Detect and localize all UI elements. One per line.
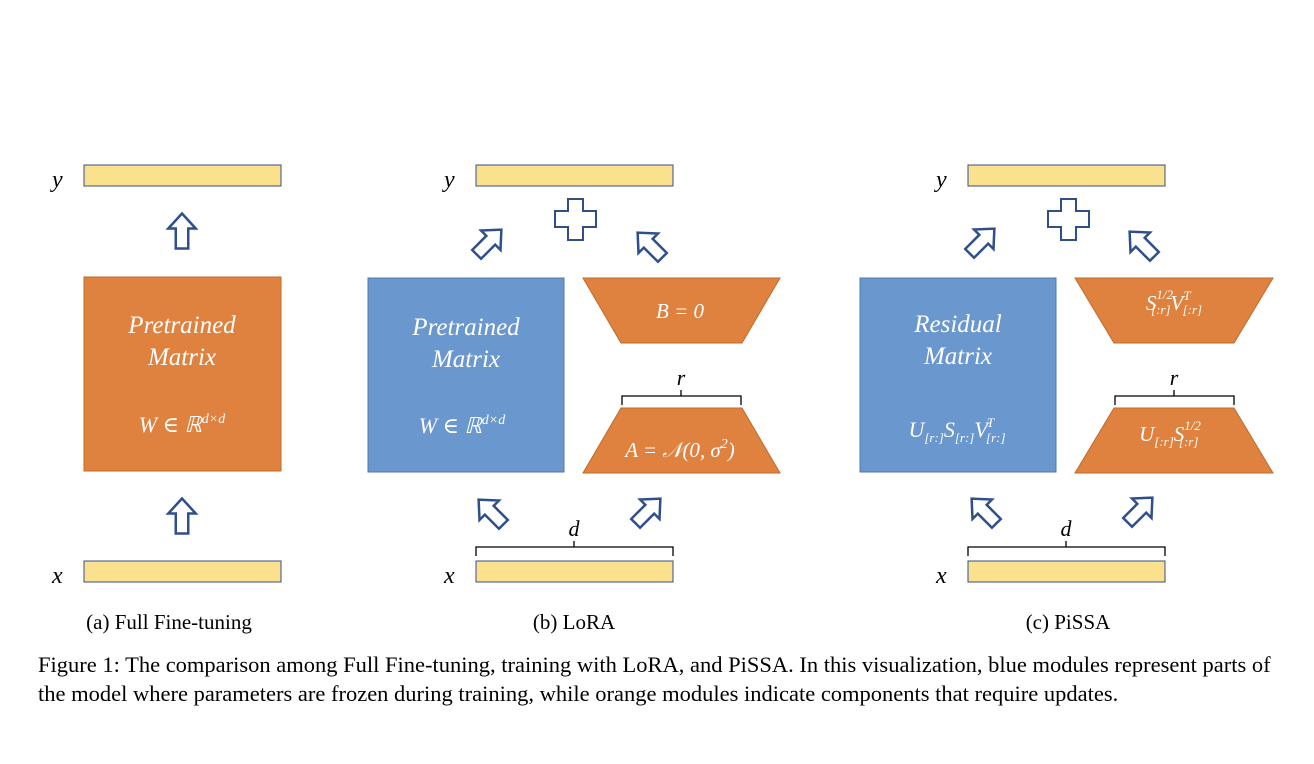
- pretrained-matrix-block: [367, 277, 565, 473]
- dim-bracket: [967, 541, 1166, 556]
- input-vector: [83, 560, 282, 583]
- lora-b-module: [582, 277, 781, 344]
- y-label: y: [934, 167, 947, 193]
- diagonal-arrow-icon: [467, 488, 515, 536]
- matrix-formula: W ∈ ℝd×d: [419, 413, 506, 438]
- x-label: x: [51, 563, 63, 589]
- pissa-bottom-label: U[:r]S1/2[:r]: [1139, 418, 1201, 449]
- panel-a: y Pretrained Matrix W ∈ ℝd×d x (a) Full …: [50, 164, 282, 634]
- diagonal-arrow-icon: [626, 221, 674, 269]
- input-vector: [475, 560, 674, 583]
- matrix-title-line1: Residual: [913, 311, 1002, 338]
- lora-a-label: A = 𝒩(0, σ2): [623, 437, 735, 462]
- rank-bracket: [1114, 390, 1235, 405]
- pissa-top-module: [1074, 277, 1274, 344]
- diagonal-arrow-icon: [1118, 220, 1166, 268]
- up-arrow-icon: [167, 212, 197, 250]
- lora-b-label: B = 0: [656, 299, 704, 323]
- diagonal-arrow-icon: [1116, 486, 1164, 534]
- plus-icon: [554, 198, 597, 241]
- matrix-title-line2: Matrix: [147, 344, 216, 371]
- lora-a-module: [582, 407, 781, 474]
- diagonal-arrow-icon: [958, 217, 1006, 265]
- subcaption-b: (b) LoRA: [533, 610, 616, 634]
- x-label: x: [443, 563, 455, 589]
- rank-label: r: [1170, 365, 1179, 390]
- rank-bracket: [621, 390, 742, 405]
- pissa-top-label: S1/2[:r]VT[:r]: [1146, 287, 1202, 317]
- y-label: y: [50, 167, 63, 193]
- input-vector: [967, 560, 1166, 583]
- figure-caption: Figure 1: The comparison among Full Fine…: [38, 652, 1271, 706]
- dim-bracket: [475, 541, 674, 556]
- pretrained-matrix-block: [83, 276, 282, 472]
- diagonal-arrow-icon: [624, 487, 672, 535]
- dim-label: d: [1061, 516, 1073, 541]
- output-vector: [967, 164, 1166, 187]
- dim-label: d: [569, 516, 581, 541]
- up-arrow-icon: [167, 497, 197, 535]
- rank-label: r: [677, 365, 686, 390]
- diagonal-arrow-icon: [465, 218, 513, 266]
- subcaption-a: (a) Full Fine-tuning: [86, 610, 252, 634]
- plus-icon: [1047, 198, 1090, 241]
- matrix-title-line1: Pretrained: [411, 314, 520, 341]
- pissa-bottom-module: [1074, 407, 1274, 474]
- matrix-title-line1: Pretrained: [127, 312, 236, 339]
- subcaption-c: (c) PiSSA: [1026, 610, 1111, 634]
- matrix-title-line2: Matrix: [431, 346, 500, 373]
- panel-c: y Residual Matrix U[r:]S[r:]VT[r:] S1/2[…: [859, 164, 1274, 634]
- output-vector: [83, 164, 282, 187]
- matrix-formula: U[r:]S[r:]VT[r:]: [908, 415, 1005, 445]
- diagonal-arrow-icon: [960, 487, 1008, 535]
- output-vector: [475, 164, 674, 187]
- y-label: y: [442, 167, 455, 193]
- matrix-formula: W ∈ ℝd×d: [139, 412, 226, 437]
- residual-matrix-block: [859, 277, 1057, 473]
- x-label: x: [935, 563, 947, 589]
- matrix-title-line2: Matrix: [923, 343, 992, 370]
- panel-b: y Pretrained Matrix W ∈ ℝd×d B = 0 r A =…: [367, 164, 781, 634]
